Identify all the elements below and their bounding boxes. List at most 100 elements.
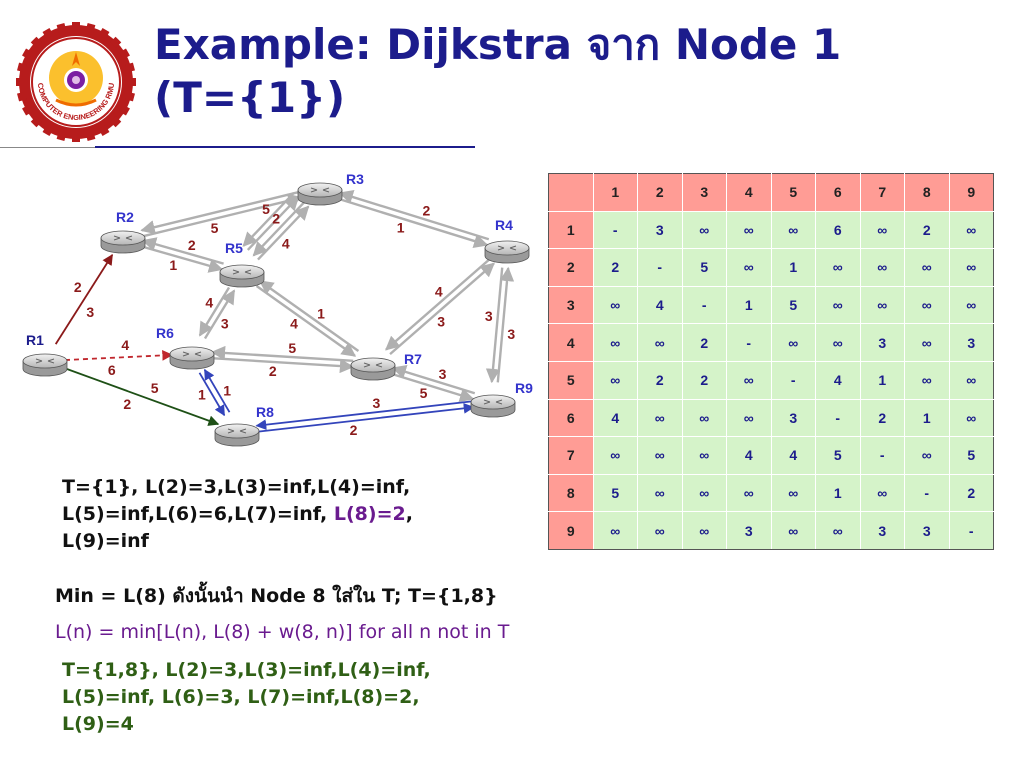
router-r5-icon (219, 264, 265, 288)
table-cell: 1 (726, 285, 772, 325)
edge-r8-r9 (255, 400, 473, 431)
state-step-2: T={1,8}, L(2)=3,L(3)=inf,L(4)=inf, L(5)=… (62, 657, 532, 738)
table-cell: 5 (948, 436, 994, 475)
state-step-1: T={1}, L(2)=3,L(3)=inf,L(4)=inf, L(5)=in… (62, 474, 532, 555)
table-cell: - (726, 323, 772, 362)
edge-r1-r6 (64, 350, 174, 361)
edge-r6-r7 (210, 345, 354, 362)
edge-r2-r3 (140, 190, 301, 235)
table-cell: ∞ (681, 473, 727, 513)
table-cell: - (637, 248, 683, 287)
router-label-r7: R7 (404, 351, 422, 367)
table-cell: 2 (859, 398, 905, 438)
table-row-label: 3 (548, 285, 594, 325)
edge-weight-label: 1 (397, 220, 405, 236)
table-cell: ∞ (637, 436, 683, 475)
edge-weight-label: 4 (205, 295, 213, 311)
table-header-cell: 2 (637, 173, 683, 212)
edge-weight-label: 1 (169, 257, 177, 273)
edge-r7-r9 (391, 364, 476, 395)
router-label-r1: R1 (26, 332, 44, 348)
table-cell: ∞ (726, 210, 772, 250)
edge-weight-label: 1 (223, 382, 231, 398)
edge-r4-r7 (385, 257, 491, 351)
table-cell: 3 (904, 511, 950, 550)
router-r9-icon (470, 394, 516, 418)
router-label-r3: R3 (346, 171, 364, 187)
table-cell: ∞ (592, 436, 638, 475)
edge-r7-r9 (390, 372, 475, 403)
table-cell: ∞ (726, 248, 772, 287)
table-cell: - (904, 473, 950, 513)
table-cell: ∞ (904, 285, 950, 325)
table-cell: ∞ (637, 398, 683, 438)
state1-line-1: T={1}, L(2)=3,L(3)=inf,L(4)=inf, (62, 476, 411, 498)
table-cell: 6 (815, 210, 861, 250)
table-row: 4∞∞2-∞∞3∞3 (548, 323, 994, 362)
edge-r5-r7 (258, 280, 360, 352)
table-cell: ∞ (904, 323, 950, 362)
table-cell: ∞ (681, 511, 727, 550)
table-cell: ∞ (681, 436, 727, 475)
edge-r3-r5 (242, 191, 295, 247)
state1-line-2: L(5)=inf,L(6)=6,L(7)=inf, (62, 503, 334, 525)
edge-r4-r9 (485, 267, 504, 384)
table-row-label: 4 (548, 323, 594, 362)
table-cell: 4 (726, 436, 772, 475)
table-cell: ∞ (637, 323, 683, 362)
state2-line-1: T={1,8}, L(2)=3,L(3)=inf,L(4)=inf, (62, 659, 431, 681)
table-cell: ∞ (592, 323, 638, 362)
edge-r1-r2 (54, 253, 114, 345)
edge-weight-label: 3 (439, 366, 447, 382)
table-cell: 5 (681, 248, 727, 287)
table-cell: 3 (770, 398, 816, 438)
edge-r5-r6 (198, 286, 231, 337)
edge-weight-label: 2 (188, 237, 196, 253)
table-cell: ∞ (859, 473, 905, 513)
router-label-r2: R2 (116, 209, 134, 225)
edge-weight-label: 3 (437, 313, 445, 329)
edge-weight-label: 2 (74, 279, 82, 295)
table-cell: ∞ (948, 360, 994, 400)
slide-title: Example: Dijkstra จาก Node 1 (T={1}) (154, 18, 1014, 124)
table-cell: 3 (637, 210, 683, 250)
edge-r3-r4 (337, 197, 489, 248)
edge-weight-label: 4 (282, 235, 290, 251)
edge-weight-label: 5 (262, 201, 270, 217)
table-cell: 1 (770, 248, 816, 287)
edge-r5-r7 (255, 285, 357, 357)
table-row-label: 6 (548, 398, 594, 438)
table-row-label: 2 (548, 248, 594, 287)
edge-weight-label: 3 (507, 326, 515, 342)
table-row-label: 7 (548, 436, 594, 475)
table-header-cell: 8 (904, 173, 950, 212)
edge-r2-r3 (142, 193, 303, 238)
edge-weight-label: 5 (151, 380, 159, 396)
edge-r6-r8 (198, 372, 226, 417)
table-cell: ∞ (770, 473, 816, 513)
edge-weight-label: 5 (211, 220, 219, 236)
table-cell: ∞ (948, 285, 994, 325)
edge-weight-label: 1 (317, 305, 325, 321)
edge-weight-label: 2 (272, 211, 280, 227)
title-underline (95, 146, 475, 148)
state1-highlight: L(8)=2 (333, 503, 406, 525)
table-cell: 3 (859, 323, 905, 362)
edge-weight-label: 4 (435, 284, 443, 300)
table-cell: ∞ (859, 248, 905, 287)
table-row-label: 8 (548, 473, 594, 513)
table-cell: ∞ (681, 398, 727, 438)
title-line-1: Example: Dijkstra จาก Node 1 (154, 20, 842, 69)
table-cell: ∞ (726, 360, 772, 400)
edge-r8-r9 (257, 402, 475, 433)
table-header-cell: 6 (815, 173, 861, 212)
table-cell: 4 (592, 398, 638, 438)
table-cell: ∞ (815, 511, 861, 550)
table-cell: ∞ (904, 436, 950, 475)
